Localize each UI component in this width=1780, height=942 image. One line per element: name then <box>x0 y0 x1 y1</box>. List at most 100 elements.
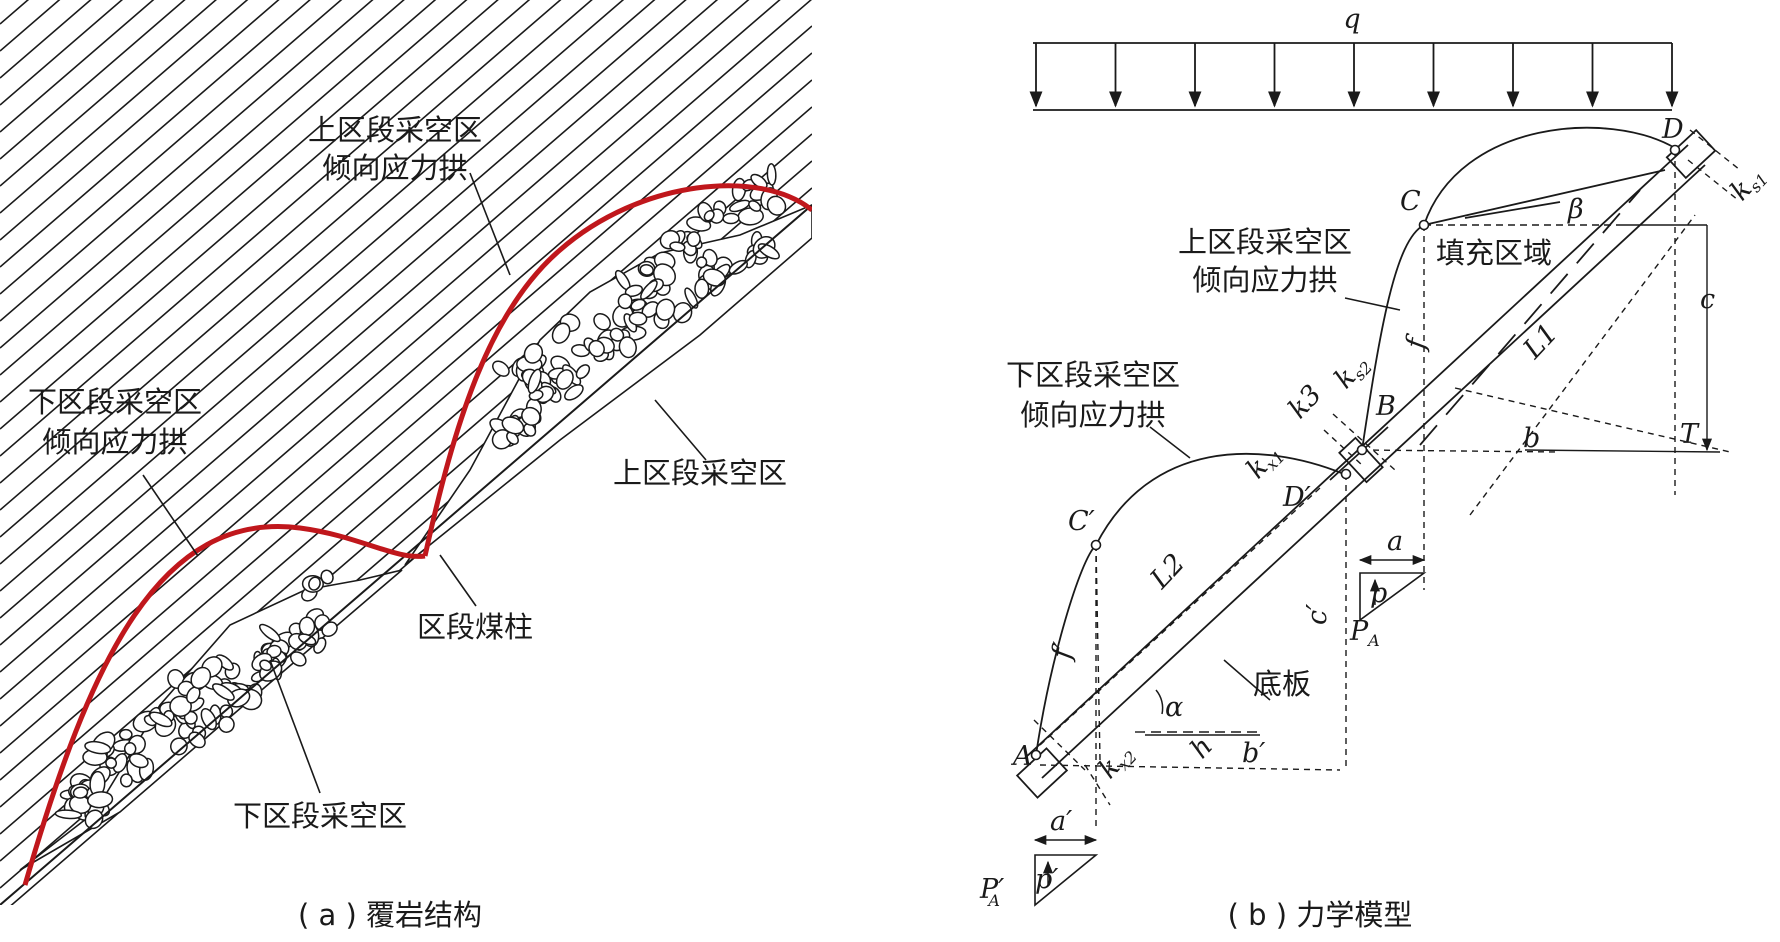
label-upper-goaf: 上区段采空区 <box>613 456 787 490</box>
rubble-pebble <box>105 757 118 769</box>
panel-b-text: A B C D C′ D′ T 填充区域 上区段采空区 倾向应力拱 下区段采空区… <box>979 114 1772 932</box>
strata-group <box>0 0 812 905</box>
stratum-line <box>0 0 499 430</box>
nodes <box>1030 144 1681 761</box>
rubble-pebble <box>308 576 321 591</box>
label-floor: 底板 <box>1253 667 1311 701</box>
stratum-line <box>0 106 812 808</box>
dim-p-prime: p′ <box>1035 864 1058 895</box>
label-upper-arch-b-line1: 上区段采空区 <box>1178 225 1352 259</box>
rubble-pebble <box>123 742 137 756</box>
stratum-line <box>0 0 656 565</box>
stratum-line <box>0 25 812 727</box>
dim-p: p <box>1370 578 1387 609</box>
panel-a-leaders <box>142 172 707 794</box>
panel-b: q <box>1015 4 1741 907</box>
stratum-line <box>0 0 812 700</box>
stratum-line <box>0 0 249 214</box>
dim-f: f <box>1400 332 1433 353</box>
rubble-pebble <box>575 364 591 380</box>
point-D: D <box>1661 114 1684 145</box>
stratum-line <box>0 0 311 268</box>
label-fill-zone: 填充区域 <box>1436 236 1552 270</box>
panel-a: 上区段采空区 倾向应力拱 下区段采空区 倾向应力拱 区段煤柱 上区段采空区 下区… <box>0 0 812 932</box>
rubble-pebble <box>655 298 676 321</box>
point-C: C <box>1400 186 1421 217</box>
rubble-pebble <box>669 241 686 252</box>
rubble-pebble <box>766 195 787 216</box>
label-upper-arch-line1: 上区段采空区 <box>308 113 482 147</box>
stratum-line <box>0 0 155 133</box>
label-lower-goaf: 下区段采空区 <box>233 799 407 833</box>
rubble-pebble <box>298 616 316 637</box>
dim-L1: L1 <box>1517 318 1564 366</box>
rubble-pebble <box>218 716 235 733</box>
rubble-pebble <box>639 264 654 276</box>
rubble-pebble <box>521 406 541 426</box>
point-B: B <box>1375 391 1396 422</box>
stratum-line <box>0 0 280 241</box>
rubble-pebble <box>118 728 133 741</box>
rubble-pebble <box>258 623 281 643</box>
rubble-pebble <box>523 343 544 364</box>
rubble-pebble <box>684 287 699 309</box>
dim-k3: k3 <box>1282 379 1328 425</box>
rubble-pebble <box>84 740 112 755</box>
rubble-pebble <box>640 279 658 300</box>
rubble-pebble <box>149 711 173 728</box>
dim-alpha: α <box>1165 692 1183 723</box>
stratum-line <box>0 0 781 673</box>
rubble-pebble <box>506 431 519 445</box>
stratum-line <box>0 0 343 295</box>
label-lower-arch-b-line2: 倾向应力拱 <box>1020 398 1165 432</box>
dim-b: b <box>1523 423 1540 454</box>
rubble-pebble <box>618 336 637 359</box>
rubble-pebble <box>169 695 192 717</box>
rubble-pebble <box>527 368 542 394</box>
rubble-pebble <box>766 163 777 186</box>
stratum-line <box>0 0 186 160</box>
stratum-line <box>0 0 562 484</box>
rubble-pebble <box>128 753 149 769</box>
rubble-pebble <box>695 256 708 269</box>
rubble-pebble <box>588 339 605 358</box>
point-A: A <box>1010 741 1033 772</box>
rubble-pebble <box>686 231 701 248</box>
label-upper-arch-line2: 倾向应力拱 <box>322 151 467 185</box>
stratum-line <box>0 0 92 79</box>
label-upper-arch-b-line2: 倾向应力拱 <box>1192 263 1337 297</box>
distributed-load <box>1029 42 1679 111</box>
label-q: q <box>1343 4 1360 35</box>
rubble-pebble <box>54 809 83 820</box>
stratum-line <box>0 0 374 322</box>
stratum-line <box>0 0 468 403</box>
dim-f-prime: f′ <box>1046 640 1080 663</box>
rubble-pebble <box>555 369 574 390</box>
label-coal-pillar: 区段煤柱 <box>417 610 533 644</box>
rubble-pebble <box>84 809 104 830</box>
floor-slab <box>1015 128 1717 799</box>
dim-a-prime: a′ <box>1050 806 1072 837</box>
rubble-pebble <box>609 327 625 342</box>
dim-c: c <box>1700 284 1715 315</box>
rubble-pebble <box>593 313 611 331</box>
lower-stress-arch <box>22 524 426 886</box>
stratum-line <box>0 0 217 187</box>
point-C-prime: C′ <box>1068 506 1095 537</box>
rubble-pebble <box>694 278 710 299</box>
rubble-pebble <box>188 731 206 749</box>
upper-stress-arch <box>422 183 812 557</box>
caption-a: ( a ) 覆岩结构 <box>298 898 482 932</box>
label-lower-arch-b-line1: 下区段采空区 <box>1006 358 1180 392</box>
dim-h: h <box>1184 731 1219 765</box>
rubble-pebble <box>564 384 584 401</box>
rubble-pebble <box>628 311 648 326</box>
upper-goaf-area <box>404 204 812 566</box>
dim-ks2: ks2 <box>1328 348 1376 396</box>
stratum-line <box>0 0 593 511</box>
rubble-pebble <box>748 200 762 212</box>
dim-a: a <box>1387 526 1403 557</box>
point-D-prime: D′ <box>1282 482 1311 513</box>
